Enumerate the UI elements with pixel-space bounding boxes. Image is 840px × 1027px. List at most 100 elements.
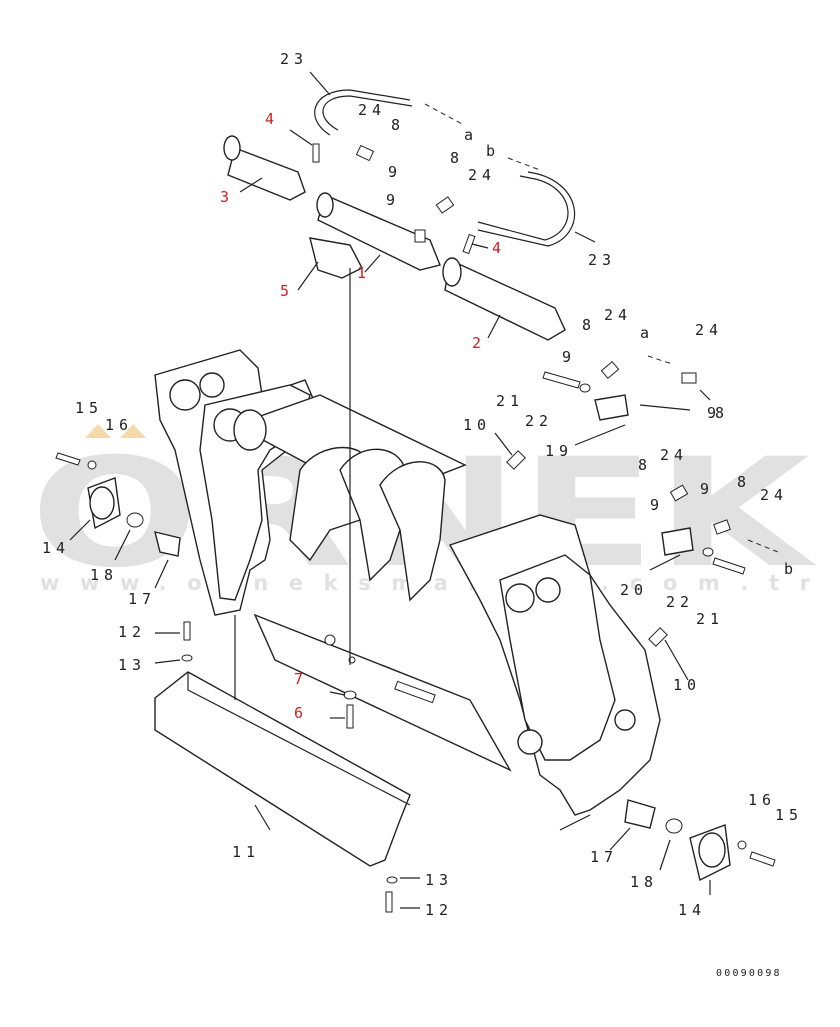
line-segment <box>309 71 331 96</box>
callout-2: 2 <box>472 334 486 352</box>
callout-9: 9 <box>562 348 576 366</box>
fitting-8e <box>669 484 689 502</box>
callout-3: 3 <box>220 188 234 206</box>
callout-4: 4 <box>265 110 279 128</box>
callout-24: 24 <box>695 321 723 339</box>
callout-8: 8 <box>715 404 729 422</box>
callout-17: 17 <box>590 848 618 866</box>
callout-13: 13 <box>118 656 146 674</box>
callout-9: 9 <box>700 480 714 498</box>
line-segment <box>639 404 691 411</box>
callouts: 23 23 24 24 24 24 24 24 8 8 8 8 8 8 9 9 … <box>42 50 803 919</box>
bolt-12a <box>183 621 191 641</box>
line-segment <box>574 424 626 446</box>
washer-16a <box>87 460 97 470</box>
pin-3-end <box>223 135 241 161</box>
bolt-21b <box>712 557 746 575</box>
fitting-8d <box>681 372 697 384</box>
line-segment <box>609 827 631 851</box>
callout-8: 8 <box>391 116 405 134</box>
arrow-a1-line <box>424 103 463 125</box>
washer-7 <box>343 690 357 700</box>
center-hook-right <box>379 461 446 602</box>
bushing-17b <box>624 799 656 829</box>
washer-13a <box>181 654 193 662</box>
fitting-8b <box>435 196 455 214</box>
callout-9: 9 <box>388 163 402 181</box>
drawing-code: 00090098 <box>716 968 782 979</box>
callout-23: 23 <box>280 50 308 68</box>
line-segment <box>297 261 319 291</box>
callout-24: 24 <box>660 446 688 464</box>
callout-8: 8 <box>737 473 751 491</box>
callout-1: 1 <box>357 264 371 282</box>
bolt-15a <box>55 452 81 466</box>
line-segment <box>114 529 131 561</box>
bolt-12b <box>385 891 393 913</box>
spring-18a <box>126 512 144 528</box>
callout-8: 8 <box>450 149 464 167</box>
callout-15: 15 <box>775 806 803 824</box>
callout-9: 9 <box>707 404 721 422</box>
callout-24: 24 <box>604 306 632 324</box>
arrow-a2-line <box>647 355 673 365</box>
callout-16: 16 <box>105 416 133 434</box>
connection-label-a: a <box>640 324 654 342</box>
spring-18b <box>665 818 683 834</box>
hose-23b <box>477 175 569 241</box>
hose-23a-inner <box>322 95 413 131</box>
callout-13: 13 <box>425 871 453 889</box>
callout-18: 18 <box>90 566 118 584</box>
callout-10: 10 <box>673 676 701 694</box>
callout-11: 11 <box>232 843 260 861</box>
washer-22a <box>579 383 591 393</box>
line-segment <box>69 519 91 541</box>
line-segment <box>154 559 169 589</box>
bracket-5 <box>309 237 363 279</box>
cross-tube-end <box>233 409 267 451</box>
left-pivot-hole <box>199 372 225 398</box>
right-pivot-hole <box>535 577 561 603</box>
pin-3-body <box>227 147 306 201</box>
callout-12: 12 <box>118 623 146 641</box>
callout-23: 23 <box>588 251 616 269</box>
line-segment <box>289 129 313 146</box>
bolt-6 <box>346 704 354 729</box>
line-segment <box>659 839 671 871</box>
bottom-slot <box>394 680 436 704</box>
callout-9: 9 <box>386 191 400 209</box>
callout-6: 6 <box>294 704 308 722</box>
fitting-8f <box>713 519 731 535</box>
line-segment <box>699 389 711 401</box>
fitting-10b <box>648 627 668 647</box>
line-segment <box>559 814 591 831</box>
callout-4: 4 <box>492 239 506 257</box>
callout-5: 5 <box>280 282 294 300</box>
washer-13b <box>386 876 398 884</box>
right-pivot-boss <box>505 583 535 613</box>
washer-16b <box>737 840 747 850</box>
callout-12: 12 <box>425 901 453 919</box>
callout-18: 18 <box>630 873 658 891</box>
callout-24: 24 <box>468 166 496 184</box>
line-segment <box>664 639 689 681</box>
washer-22b <box>702 547 714 557</box>
upper-parts <box>223 135 566 341</box>
hose-23a <box>314 89 411 136</box>
bottom-hole-2 <box>324 634 336 646</box>
block-19 <box>594 394 629 421</box>
main-frame <box>154 349 661 816</box>
right-lower-boss <box>517 729 543 755</box>
pin-2-end <box>442 257 462 287</box>
line-segment <box>574 231 596 243</box>
line-segment <box>239 177 263 193</box>
guard-plate-edge <box>187 672 411 806</box>
callout-21: 21 <box>696 610 724 628</box>
fittings <box>55 144 776 913</box>
bottom-crossbar <box>253 613 512 772</box>
callout-14: 14 <box>42 539 70 557</box>
hoses <box>314 89 779 553</box>
callout-16: 16 <box>748 791 776 809</box>
line-segment <box>254 804 271 831</box>
